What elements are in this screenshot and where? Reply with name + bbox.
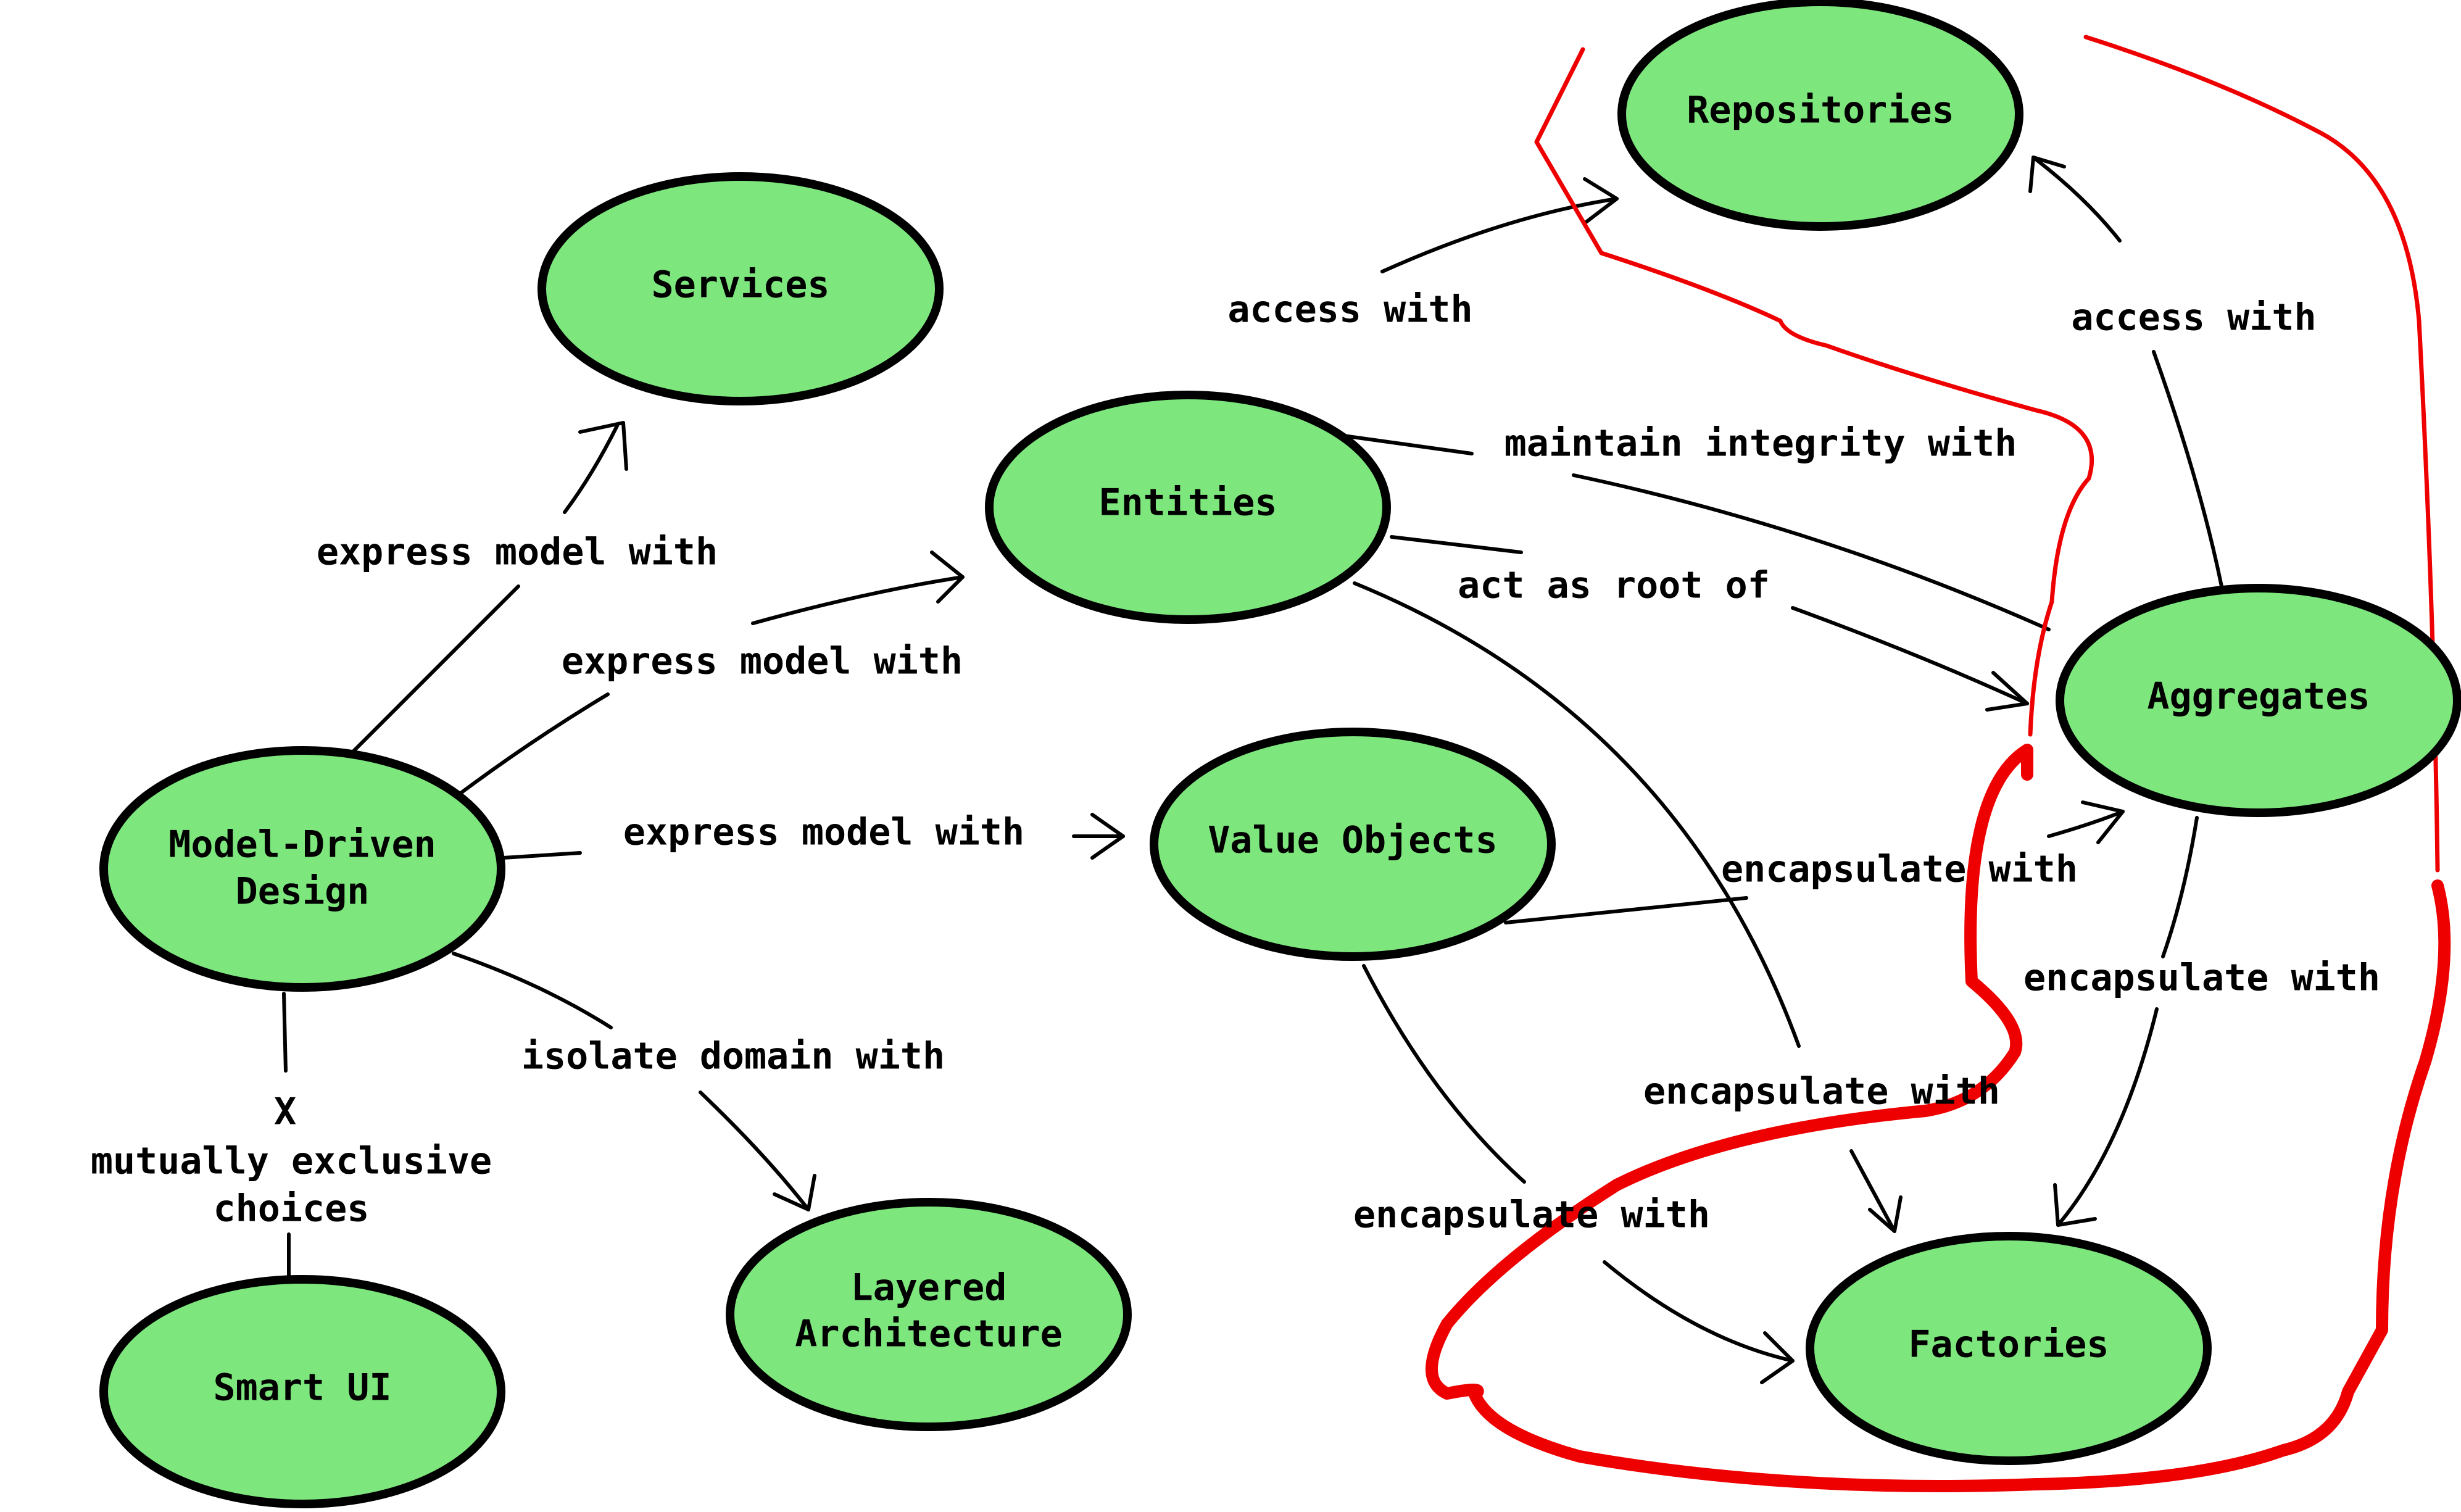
node-mdd-label-line1: Model-Driven bbox=[168, 823, 436, 866]
node-layered-label-line1: Layered bbox=[851, 1266, 1007, 1310]
label-aggregates-encapsulate-factories: encapsulate with bbox=[2023, 957, 2380, 1000]
node-smart-ui-label: Smart UI bbox=[214, 1366, 392, 1410]
edge-mdd-layered-2 bbox=[699, 1090, 810, 1211]
node-entities: Entities bbox=[985, 391, 1391, 624]
edge-mdd-entities bbox=[455, 692, 610, 798]
edge-entities-factories bbox=[1353, 581, 1801, 1048]
edge-agg-factories bbox=[2161, 816, 2199, 958]
node-value-objects: Value Objects bbox=[1150, 728, 1556, 961]
node-services: Services bbox=[537, 172, 944, 405]
arrowhead-factories-vo bbox=[1760, 1331, 1795, 1384]
node-aggregates: Aggregates bbox=[2056, 584, 2461, 817]
node-repositories: Repositories bbox=[1617, 0, 2023, 231]
label-express-value-objects: express model with bbox=[623, 811, 1024, 854]
arrowhead-agg-root bbox=[1985, 671, 2029, 712]
arrowhead-repos-2 bbox=[2028, 156, 2066, 193]
edges bbox=[282, 156, 2223, 1384]
edge-labels: express model with express model with ex… bbox=[91, 288, 2380, 1237]
arrowhead-factories-ent bbox=[1868, 1195, 1903, 1233]
node-mdd-label-line2: Design bbox=[236, 870, 370, 913]
edge-entities-factories-2 bbox=[1849, 1149, 1896, 1233]
label-vo-encapsulate-factories: encapsulate with bbox=[1353, 1194, 1710, 1237]
node-factories: Factories bbox=[1806, 1232, 2212, 1465]
edge-agg-repos-2 bbox=[2031, 156, 2122, 243]
arrowhead-services bbox=[578, 421, 628, 471]
node-value-objects-label: Value Objects bbox=[1208, 819, 1498, 862]
node-aggregates-label: Aggregates bbox=[2147, 675, 2370, 718]
edge-vo-agg bbox=[1504, 896, 1748, 924]
edge-agg-repos bbox=[2152, 350, 2223, 588]
arrowhead-entities bbox=[930, 550, 965, 604]
edge-mdd-layered bbox=[452, 952, 613, 1029]
edge-vo-agg-2 bbox=[2047, 810, 2125, 838]
edge-mdd-services bbox=[344, 584, 520, 761]
node-services-label: Services bbox=[652, 264, 830, 307]
edge-mdd-smartui bbox=[282, 992, 288, 1073]
edge-mdd-vo bbox=[501, 851, 582, 860]
node-model-driven-design: Model-Driven Design bbox=[99, 746, 505, 992]
label-express-entities: express model with bbox=[562, 640, 963, 683]
label-isolate-domain: isolate domain with bbox=[521, 1035, 945, 1078]
red-thin-outline bbox=[1534, 47, 2094, 737]
label-maintain-integrity: maintain integrity with bbox=[1504, 422, 2017, 465]
node-layered-label-line2: Architecture bbox=[795, 1313, 1062, 1356]
node-smart-ui: Smart UI bbox=[99, 1275, 505, 1508]
node-layered-architecture: Layered Architecture bbox=[726, 1198, 1132, 1431]
label-mutually-line1: mutually exclusive bbox=[91, 1140, 492, 1183]
arrowhead-agg-vo bbox=[2081, 800, 2125, 844]
arrowhead-layered bbox=[773, 1174, 816, 1211]
label-vo-encapsulate-aggregates: encapsulate with bbox=[1721, 848, 2078, 891]
arrowhead-factories-agg bbox=[2053, 1183, 2097, 1227]
edge-entities-agg-root-2 bbox=[1791, 606, 2029, 705]
edge-agg-factories-2 bbox=[2056, 1007, 2159, 1227]
edge-mdd-services-2 bbox=[563, 424, 619, 514]
edge-entities-agg-root bbox=[1390, 535, 1523, 554]
node-factories-label: Factories bbox=[1908, 1323, 2109, 1366]
edge-vo-factories bbox=[1362, 964, 1526, 1184]
label-express-services: express model with bbox=[317, 531, 718, 574]
edge-entities-agg-integrity-2 bbox=[1572, 473, 2051, 631]
arrowhead-vo bbox=[1090, 813, 1125, 860]
label-aggregates-access: access with bbox=[2071, 296, 2316, 339]
node-entities-label: Entities bbox=[1099, 481, 1277, 525]
label-mutually-x: X bbox=[274, 1090, 296, 1134]
edge-entities-agg-integrity bbox=[1337, 433, 1474, 455]
label-mutually-line2: choices bbox=[214, 1187, 370, 1231]
label-act-as-root: act as root of bbox=[1458, 564, 1770, 607]
node-repositories-label: Repositories bbox=[1687, 89, 1954, 132]
label-entities-encapsulate-factories: encapsulate with bbox=[1643, 1070, 2000, 1113]
edge-mdd-entities-2 bbox=[751, 575, 965, 625]
red-thick-loop bbox=[1426, 744, 2451, 1492]
edge-vo-factories-2 bbox=[1603, 1260, 1795, 1363]
label-entities-access: access with bbox=[1227, 288, 1472, 331]
edge-entities-repos-2 bbox=[1380, 197, 1619, 273]
arrowhead-repos-1 bbox=[1583, 177, 1619, 224]
